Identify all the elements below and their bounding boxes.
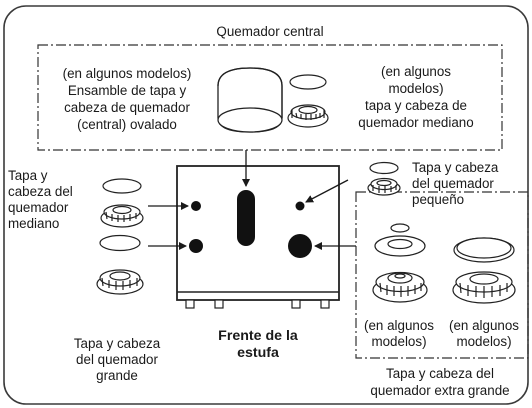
xl-option-a-label-2: modelos) bbox=[371, 334, 427, 349]
oval-burner-note: (en algunos modelos) bbox=[62, 66, 192, 81]
oval-burner-label-1: Ensamble de tapa y bbox=[67, 83, 187, 98]
oval-burner-label-3: (central) ovalado bbox=[77, 117, 177, 132]
left-medium-label-1: Tapa y bbox=[8, 168, 48, 183]
stove-front-label-1: Frente de la bbox=[218, 328, 298, 344]
small-burner-label-3: pequeño bbox=[412, 192, 465, 207]
small-burner-icon bbox=[367, 161, 401, 196]
oval-burner-label-2: cabeza de quemador bbox=[64, 100, 190, 115]
medium-top-label-3: tapa y cabeza de bbox=[365, 98, 467, 113]
left-rear-burner-dot bbox=[191, 201, 201, 211]
left-medium-label-3: quemador bbox=[8, 200, 69, 215]
left-medium-label-2: cabeza del bbox=[8, 184, 73, 199]
xl-option-b-label-2: modelos) bbox=[456, 334, 512, 349]
medium-top-label-2: modelos) bbox=[388, 81, 444, 96]
small-burner-label-1: Tapa y cabeza bbox=[412, 160, 499, 175]
xl-option-a-label-1: (en algunos bbox=[364, 318, 434, 333]
xl-burner-label-1: Tapa y cabeza del bbox=[386, 366, 494, 381]
left-front-burner-dot bbox=[189, 239, 203, 253]
xl-option-b-label-1: (en algunos bbox=[449, 318, 519, 333]
arrow-small bbox=[305, 179, 349, 203]
left-medium-burner-icon bbox=[100, 178, 144, 228]
large-burner-label-2: del quemador bbox=[76, 352, 158, 367]
xl-burner-option-a-icon bbox=[372, 223, 428, 303]
medium-top-label-1: (en algunos bbox=[381, 64, 451, 79]
oval-burner-cap-icon bbox=[217, 67, 283, 133]
xl-burner-group bbox=[355, 191, 529, 359]
small-burner-label-2: del quemador bbox=[412, 176, 494, 191]
large-burner-label-3: grande bbox=[96, 368, 138, 383]
central-burner-heading: Quemador central bbox=[216, 24, 324, 39]
stove-front-label-2: estufa bbox=[237, 345, 279, 361]
left-large-burner-icon bbox=[96, 234, 144, 295]
stove-top bbox=[176, 165, 340, 309]
xl-burner-label-2: quemador extra grande bbox=[370, 383, 510, 398]
left-medium-label-4: mediano bbox=[8, 216, 60, 231]
medium-top-label-4: quemador mediano bbox=[358, 115, 474, 130]
right-front-burner-dot bbox=[288, 234, 312, 258]
medium-burner-top-icon bbox=[287, 74, 329, 128]
oval-center-burner bbox=[237, 190, 255, 246]
xl-burner-option-b-icon bbox=[452, 237, 516, 304]
right-rear-burner-dot bbox=[295, 201, 305, 211]
large-burner-label-1: Tapa y cabeza bbox=[73, 336, 161, 351]
central-burner-group bbox=[37, 44, 503, 151]
